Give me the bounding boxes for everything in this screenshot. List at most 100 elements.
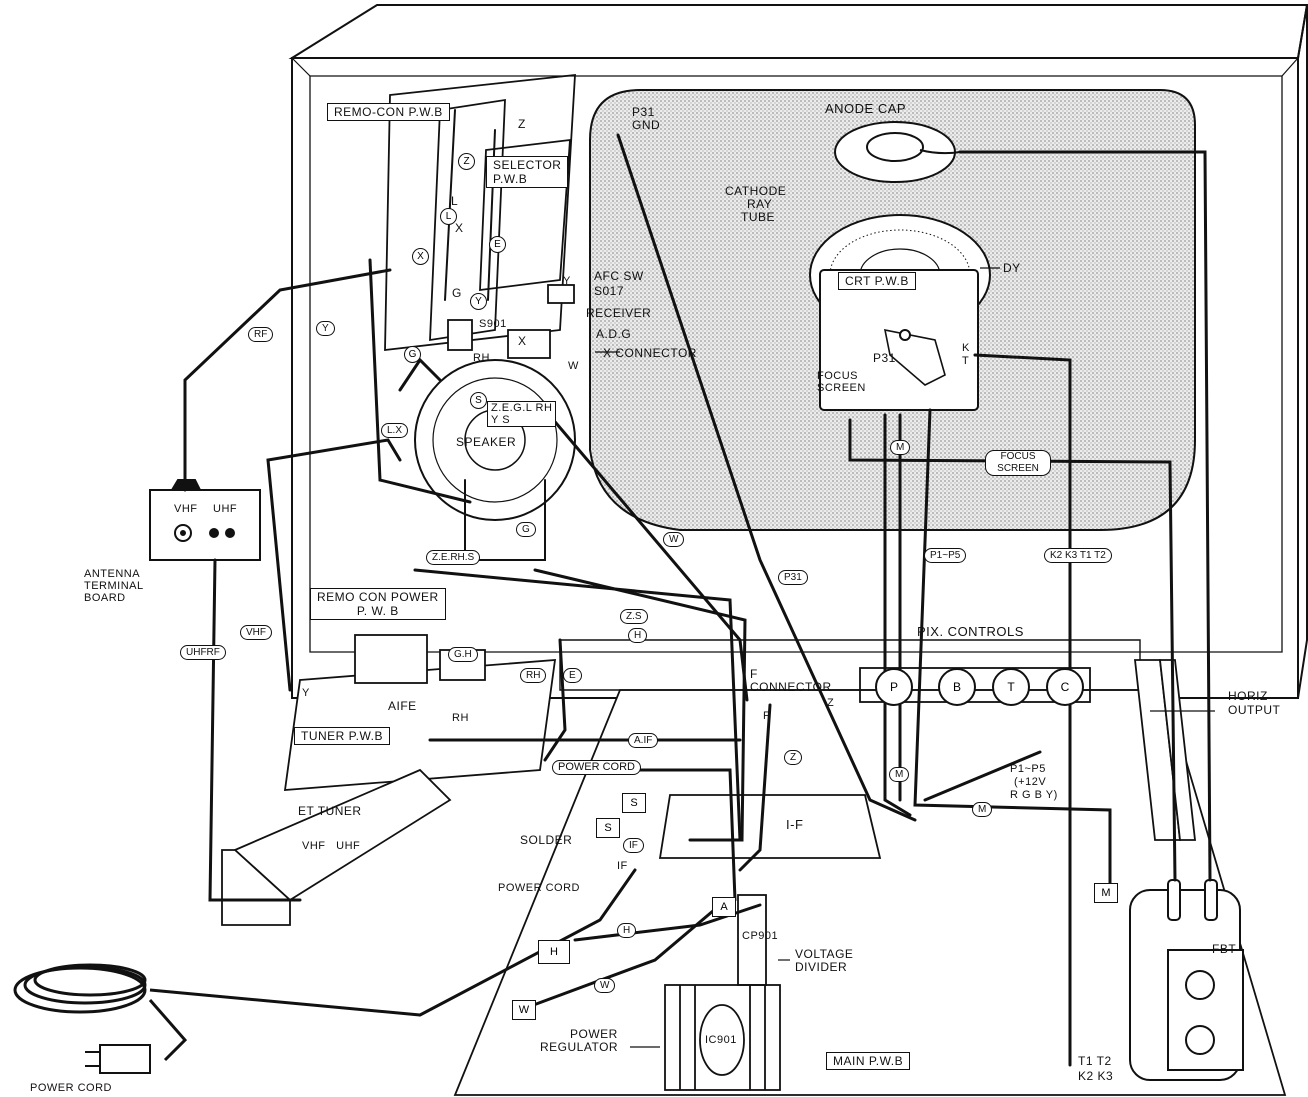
focus-screen-label-line2: SCREEN: [817, 382, 866, 394]
wire-tag-p1p5: P1~P5: [924, 548, 967, 563]
wire-tag-focus-screen: FOCUS SCREEN: [985, 450, 1051, 476]
et-tuner-label: ET TUNER: [298, 804, 362, 818]
fbt-shape: [1129, 879, 1244, 1081]
connector-l-circle: L: [440, 208, 457, 225]
wire-tag-uhfrf: UHFRF: [180, 645, 226, 660]
antenna-terminal-line2: TERMINAL: [84, 580, 144, 592]
connector-w-label: W: [568, 360, 579, 372]
connector-w-box: W: [512, 1000, 536, 1020]
k2k3-label: K2 K3: [1078, 1069, 1114, 1083]
afc-sw-label: AFC SW: [594, 269, 644, 283]
pix-knob-c[interactable]: C: [1046, 668, 1084, 706]
connector-x-label: X: [455, 221, 464, 235]
wire-tag-g: G: [516, 522, 536, 537]
connector-s-box-top: S: [622, 793, 646, 813]
remocon-power-line2: P. W. B: [356, 604, 399, 618]
power-cord-tag: POWER CORD: [552, 760, 641, 775]
wire-tag-vhf: VHF: [240, 625, 272, 640]
connector-e-circle: E: [489, 236, 506, 253]
remocon-pwb-label: REMO-CON P.W.B: [327, 103, 450, 121]
connector-x-circle: X: [412, 248, 429, 265]
pix-knob-b[interactable]: B: [938, 668, 976, 706]
wire-tag-zerhs: Z.E.RH.S: [426, 550, 481, 565]
wire-tag-y: Y: [316, 321, 335, 336]
connector-m-box: M: [1094, 883, 1118, 903]
crt-pwb-board: [819, 269, 979, 411]
antenna-terminal-line1: ANTENNA: [84, 568, 141, 580]
connector-y-circle: Y: [470, 293, 487, 310]
power-cord-mid-label: POWER CORD: [498, 882, 580, 894]
t1t2-label: T1 T2: [1078, 1054, 1112, 1068]
connector-h-box: H: [538, 940, 570, 964]
cathode-ray-tube-line2: RAY: [747, 197, 773, 211]
voltage-divider-line2: DIVIDER: [795, 960, 848, 974]
horiz-output-line2: OUTPUT: [1228, 703, 1281, 717]
remocon-power-pwb-label: REMO CON POWER P. W. B: [310, 588, 446, 620]
wire-tag-gh: G.H: [448, 647, 478, 662]
wire-tag-e: E: [563, 668, 582, 683]
power-regulator-heatsink: [664, 894, 781, 1091]
k-t-label: K T: [962, 342, 970, 367]
p1p5-voltage-line1: P1~P5: [1010, 763, 1046, 775]
connector-s-box-left: S: [596, 818, 620, 838]
leader-lines: [595, 267, 1215, 1048]
wire-tag-rf: RF: [248, 327, 274, 342]
connector-g-circle: G: [404, 346, 421, 363]
ic901-label: IC901: [705, 1034, 737, 1046]
cathode-ray-tube-line3: TUBE: [741, 210, 776, 224]
receiver-label: RECEIVER: [586, 306, 652, 320]
connector-g-label: G: [452, 286, 462, 300]
f-connector-line2: CONNECTOR: [750, 680, 832, 694]
connector-a-box: A: [712, 897, 736, 917]
power-regulator-line2: REGULATOR: [540, 1040, 619, 1054]
power-cord-coil: [13, 963, 421, 1074]
p31-gnd-label-line1: P31: [632, 105, 655, 119]
cathode-ray-tube-line1: CATHODE: [725, 184, 787, 198]
wire-tag-lx: L.X: [381, 423, 409, 438]
power-cord-bottom-label: POWER CORD: [30, 1082, 112, 1094]
p1p5-voltage-line2: (+12V: [1014, 776, 1047, 788]
s901-label: S901: [479, 318, 507, 330]
horiz-output-line1: HORIZ: [1228, 689, 1268, 703]
p1p5-voltage-line3: R G B Y): [1010, 789, 1058, 801]
connector-s-circle: S: [470, 392, 487, 409]
connector-y-afc: Y: [563, 275, 571, 287]
s017-label: S017: [594, 284, 625, 298]
tuner-assembly: [221, 634, 557, 926]
pix-knob-t[interactable]: T: [992, 668, 1030, 706]
wire-tag-h: H: [628, 628, 648, 643]
anode-cap-label: ANODE CAP: [825, 101, 907, 116]
antenna-board-shape: [149, 479, 261, 561]
selector-pwb-label-line1: SELECTOR: [493, 158, 562, 172]
connector-x-box: X: [518, 334, 527, 348]
pix-knob-p[interactable]: P: [875, 668, 913, 706]
speaker-label: SPEAKER: [456, 435, 517, 449]
remocon-power-line1: REMO CON POWER: [317, 590, 439, 604]
main-pwb-label: MAIN P.W.B: [826, 1052, 911, 1070]
remocon-boards: [384, 73, 576, 359]
horiz-output-heatsink: [1133, 659, 1197, 841]
connector-f-chassis: F: [763, 710, 771, 722]
power-regulator-line1: POWER: [570, 1027, 618, 1041]
dy-label: DY: [1003, 261, 1021, 275]
crt-pwb-label: CRT P.W.B: [838, 272, 916, 290]
wire-tag-m-crt: M: [890, 440, 911, 455]
wire-tag-zs: Z.S: [620, 609, 648, 624]
wire-tag-w-lower: W: [594, 978, 616, 993]
zegl-rh-line: Z.E.G.L RH: [491, 402, 553, 414]
selector-pwb-label: SELECTOR P.W.B: [486, 156, 569, 188]
antenna-vhf-label: VHF: [174, 503, 198, 515]
connector-l-label: L: [451, 194, 459, 208]
wire-tag-rh: RH: [520, 668, 547, 683]
wire-tag-if: IF: [623, 838, 644, 853]
anode-cap-shape: [834, 121, 961, 183]
wire-tag-z: Z: [784, 750, 803, 765]
if-small-label: IF: [617, 860, 628, 872]
connector-rh-label: RH: [473, 352, 490, 364]
tuner-vhf-uhf-label: VHF UHF: [302, 840, 361, 852]
ys-line: Y S: [491, 414, 511, 426]
cp901-label: CP901: [742, 930, 779, 942]
i-f-label: I-F: [786, 817, 804, 832]
antenna-terminal-line3: BOARD: [84, 592, 126, 604]
